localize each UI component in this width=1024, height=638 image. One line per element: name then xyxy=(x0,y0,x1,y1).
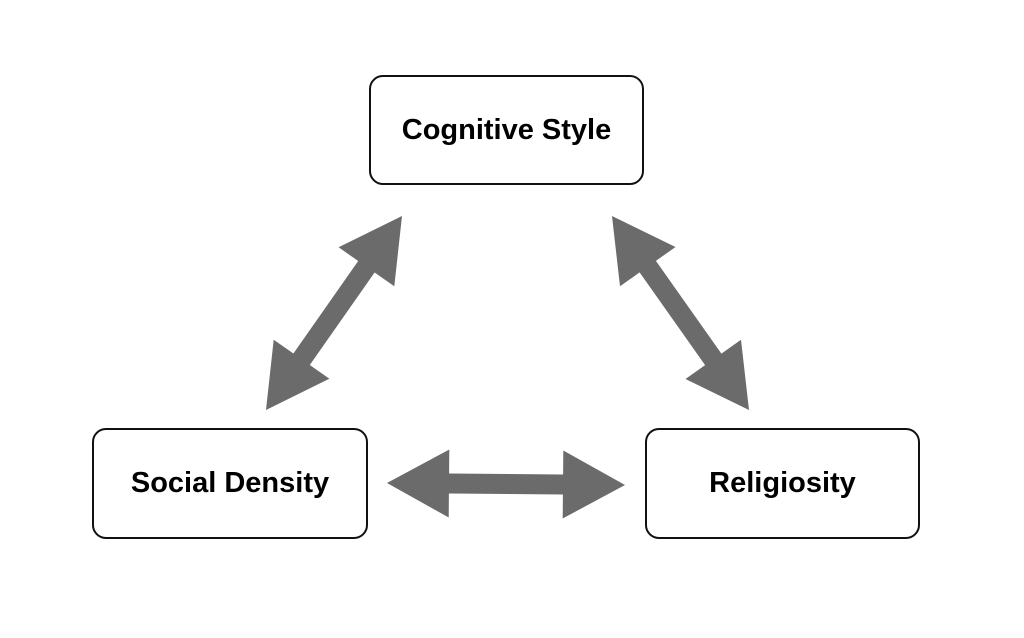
arrow-cognitive-style-social-density xyxy=(266,216,402,410)
node-social-density-label: Social Density xyxy=(130,467,330,499)
node-cognitive-style: Cognitive Style xyxy=(369,75,644,185)
node-religiosity: Religiosity xyxy=(645,428,920,539)
arrow-social-density-religiosity xyxy=(387,449,625,519)
arrow-cognitive-style-religiosity xyxy=(612,216,749,410)
node-social-density: Social Density xyxy=(92,428,368,539)
node-cognitive-style-label: Cognitive Style xyxy=(401,113,612,146)
node-religiosity-label: Religiosity xyxy=(709,467,856,499)
